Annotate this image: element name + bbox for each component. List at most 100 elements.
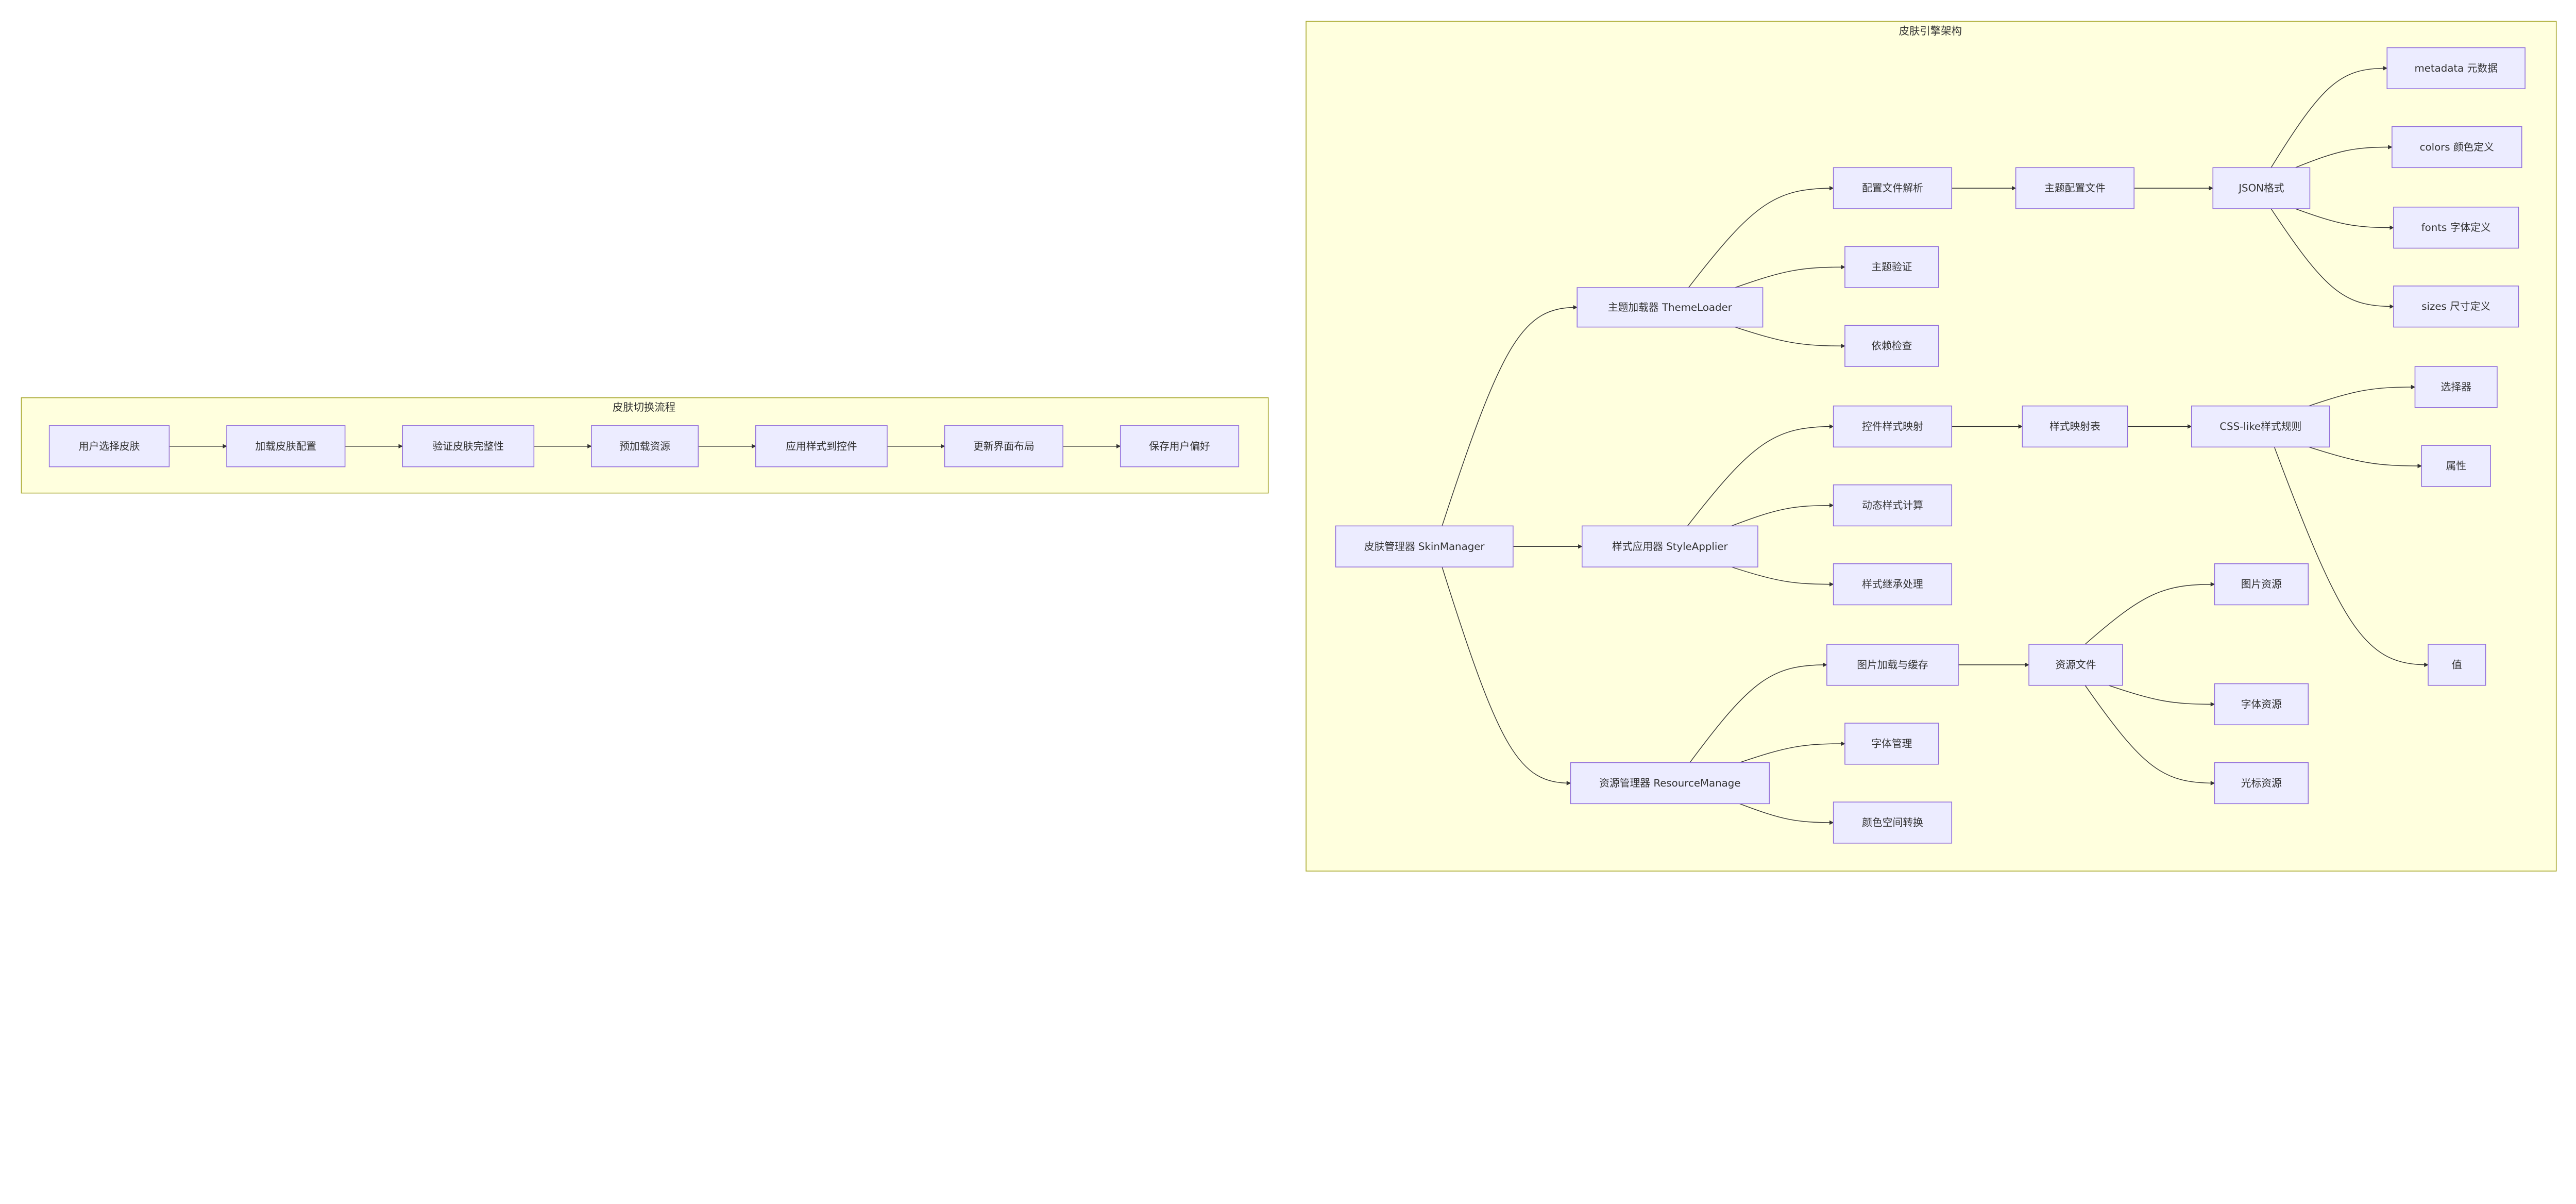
cluster-title: 皮肤切换流程 <box>613 401 675 413</box>
node-label: CSS-like样式规则 <box>2219 421 2301 432</box>
node-cs[interactable]: 颜色空间转换 <box>1833 801 1953 844</box>
node-label: 资源管理器 ResourceManage <box>1599 777 1740 789</box>
node-f2[interactable]: 加载皮肤配置 <box>226 425 346 467</box>
node-json[interactable]: JSON格式 <box>2212 167 2311 209</box>
edge-css-val <box>2274 447 2429 667</box>
node-sel[interactable]: 选择器 <box>2414 366 2498 408</box>
node-f7[interactable]: 保存用户偏好 <box>1120 425 1240 467</box>
node-label: 属性 <box>2446 460 2466 472</box>
node-label: 光标资源 <box>2241 777 2282 789</box>
node-smt[interactable]: 样式映射表 <box>2022 405 2128 448</box>
node-tl[interactable]: 主题加载器 ThemeLoader <box>1577 287 1764 328</box>
node-f6[interactable]: 更新界面布局 <box>944 425 1063 467</box>
node-box <box>2393 206 2519 249</box>
node-box <box>1833 484 1953 527</box>
node-box <box>944 425 1063 467</box>
node-label: JSON格式 <box>2238 182 2284 194</box>
node-cfg[interactable]: 配置文件解析 <box>1833 167 1953 209</box>
node-f5[interactable]: 应用样式到控件 <box>755 425 888 467</box>
node-inh[interactable]: 样式继承处理 <box>1833 563 1953 606</box>
node-box <box>402 425 535 467</box>
node-box <box>1833 801 1953 844</box>
node-box <box>2191 405 2330 448</box>
node-box <box>1581 525 1758 567</box>
node-css[interactable]: CSS-like样式规则 <box>2191 405 2330 448</box>
edge-json-meta <box>2270 66 2388 168</box>
node-sa[interactable]: 样式应用器 StyleApplier <box>1581 525 1758 567</box>
node-box <box>226 425 346 467</box>
node-label: 皮肤管理器 SkinManager <box>1364 541 1485 553</box>
edge-css-sel <box>2309 384 2416 407</box>
node-box <box>1570 762 1770 805</box>
node-fr[interactable]: 字体资源 <box>2214 683 2309 726</box>
node-label: 主题配置文件 <box>2044 182 2106 194</box>
edge-rf-cr <box>2084 685 2215 785</box>
node-img[interactable]: 图片加载与缓存 <box>1826 644 1959 686</box>
edge-rm-img <box>1689 662 1827 763</box>
node-label: 主题验证 <box>1871 261 1912 273</box>
edge-sm-tl <box>1442 305 1578 526</box>
node-dep[interactable]: 依赖检查 <box>1844 325 1939 367</box>
edge-json-fon <box>2295 208 2394 230</box>
node-box <box>591 425 699 467</box>
node-box <box>2214 762 2309 805</box>
node-sm[interactable]: 皮肤管理器 SkinManager <box>1335 525 1514 567</box>
node-box <box>1335 525 1514 567</box>
edge-rm-fm <box>1739 741 1845 763</box>
node-label: 验证皮肤完整性 <box>433 440 504 452</box>
node-rm[interactable]: 资源管理器 ResourceManage <box>1570 762 1770 805</box>
node-col[interactable]: colors 颜色定义 <box>2392 126 2522 169</box>
node-rf[interactable]: 资源文件 <box>2028 644 2123 686</box>
node-box <box>1844 723 1939 765</box>
node-label: 图片资源 <box>2241 578 2282 590</box>
node-box <box>2214 683 2309 726</box>
node-box <box>755 425 888 467</box>
edge-sa-inh <box>1731 566 1834 587</box>
node-f1[interactable]: 用户选择皮肤 <box>48 425 170 467</box>
edge-rf-ir <box>2084 582 2215 645</box>
node-siz[interactable]: sizes 尺寸定义 <box>2393 286 2519 328</box>
edge-sm-rm <box>1442 566 1571 785</box>
node-box <box>2022 405 2128 448</box>
node-label: 选择器 <box>2441 381 2472 393</box>
node-f3[interactable]: 验证皮肤完整性 <box>402 425 535 467</box>
node-fon[interactable]: fonts 字体定义 <box>2393 206 2519 249</box>
node-tcf[interactable]: 主题配置文件 <box>2015 167 2135 209</box>
node-box <box>2428 644 2486 686</box>
node-f4[interactable]: 预加载资源 <box>591 425 699 467</box>
edge-css-attr <box>2309 446 2422 469</box>
node-box <box>2421 445 2491 487</box>
node-dyn[interactable]: 动态样式计算 <box>1833 484 1953 527</box>
cluster-title: 皮肤引擎架构 <box>1899 25 1962 37</box>
flowchart-diagram: 皮肤切换流程 皮肤引擎架构 用户选择皮肤 加载皮肤配置 验证皮肤完整性 预加载资源 应用样… <box>21 21 2557 872</box>
node-box <box>2015 167 2135 209</box>
node-ir[interactable]: 图片资源 <box>2214 563 2309 606</box>
node-box <box>1833 563 1953 606</box>
node-label: 颜色空间转换 <box>1862 816 1923 828</box>
node-tv[interactable]: 主题验证 <box>1844 246 1939 288</box>
node-box <box>2392 126 2522 169</box>
node-label: 字体管理 <box>1871 738 1912 749</box>
node-label: 字体资源 <box>2241 698 2282 710</box>
node-label: 依赖检查 <box>1871 340 1912 352</box>
node-label: 更新界面布局 <box>973 440 1035 452</box>
edge-sa-dyn <box>1731 503 1834 527</box>
node-cr[interactable]: 光标资源 <box>2214 762 2309 805</box>
node-meta[interactable]: metadata 元数据 <box>2386 47 2526 89</box>
node-label: 样式映射表 <box>2049 421 2100 432</box>
edge-tl-tv <box>1735 264 1845 288</box>
node-box <box>1833 405 1953 448</box>
node-box <box>2393 286 2519 328</box>
node-label: sizes 尺寸定义 <box>2421 300 2490 312</box>
node-box <box>1844 246 1939 288</box>
node-label: 值 <box>2452 659 2462 671</box>
node-val[interactable]: 值 <box>2428 644 2486 686</box>
node-label: 控件样式映射 <box>1862 421 1923 432</box>
node-box <box>1826 644 1959 686</box>
node-label: 动态样式计算 <box>1862 499 1923 511</box>
node-csm[interactable]: 控件样式映射 <box>1833 405 1953 448</box>
node-label: 加载皮肤配置 <box>256 440 317 452</box>
node-attr[interactable]: 属性 <box>2421 445 2491 487</box>
node-label: 样式应用器 StyleApplier <box>1612 541 1728 553</box>
node-fm[interactable]: 字体管理 <box>1844 723 1939 765</box>
